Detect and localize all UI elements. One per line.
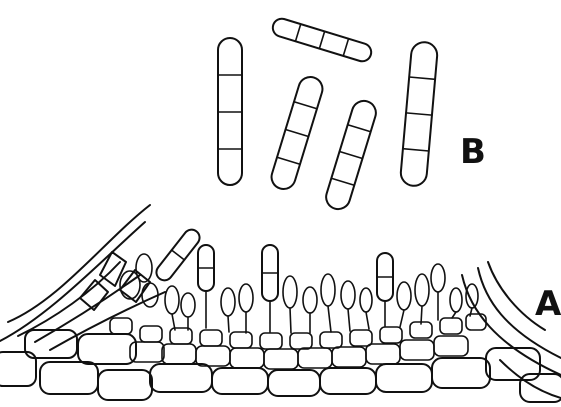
tissue-layer-a (0, 205, 561, 402)
spore (400, 41, 438, 187)
label-a: A (535, 284, 561, 324)
cell-layer (0, 314, 561, 402)
spore (269, 74, 326, 192)
spore (271, 16, 374, 63)
conidiophores (120, 226, 478, 333)
spore (218, 38, 242, 185)
spore (323, 98, 379, 212)
label-b: B (460, 132, 486, 172)
spore-group-b (218, 16, 438, 212)
